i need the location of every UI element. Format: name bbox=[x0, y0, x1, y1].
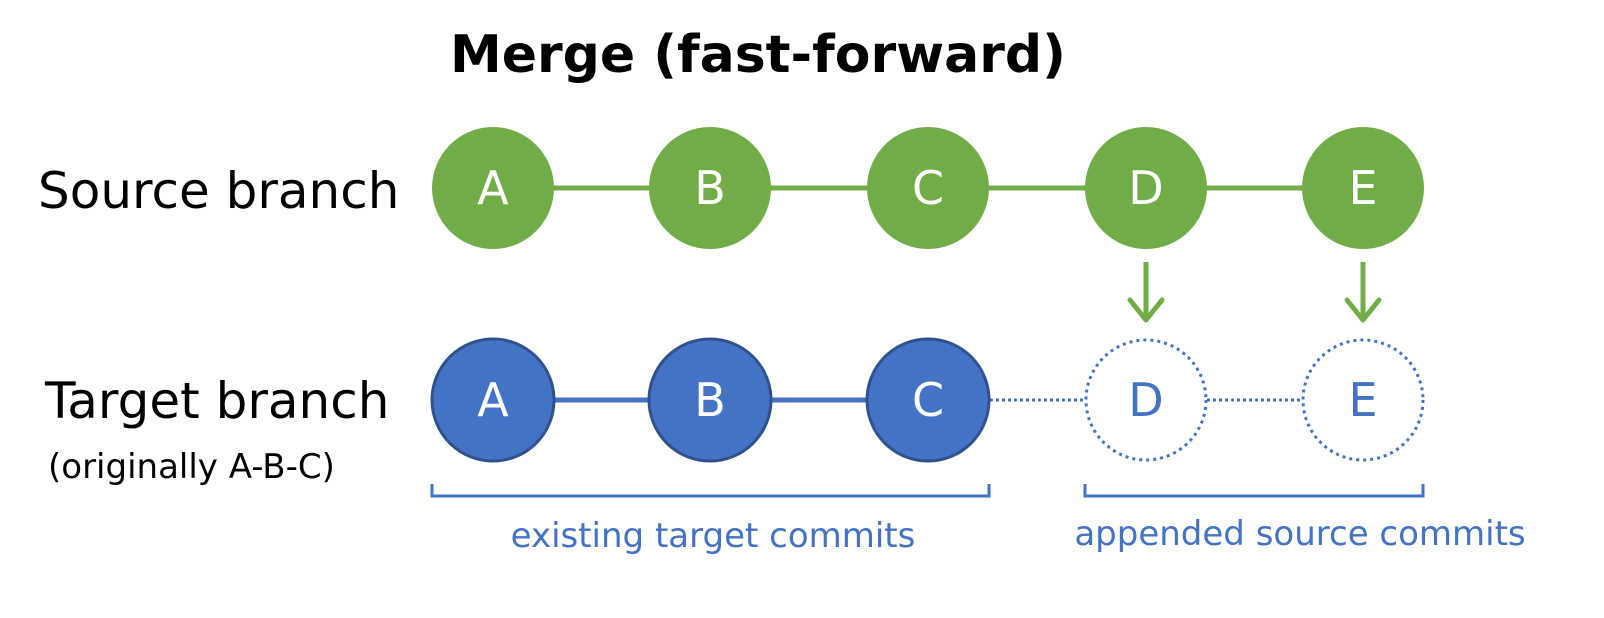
commit-label: B bbox=[694, 161, 726, 215]
commit-label: E bbox=[1348, 373, 1377, 427]
appended-commit-e: E bbox=[1301, 338, 1425, 462]
commit-label: C bbox=[912, 161, 944, 215]
arrow-down-icon bbox=[1127, 262, 1165, 323]
target-branch-sublabel: (originally A-B-C) bbox=[48, 447, 335, 487]
existing-commits-bracket bbox=[430, 484, 991, 498]
commit-label: C bbox=[912, 373, 944, 427]
commit-label: E bbox=[1348, 161, 1377, 215]
target-commit-a: A bbox=[430, 337, 556, 463]
source-commit-d: D bbox=[1085, 127, 1207, 249]
source-commit-b: B bbox=[649, 127, 771, 249]
commit-label: D bbox=[1128, 373, 1163, 427]
source-commit-a: A bbox=[432, 127, 554, 249]
appended-commit-d: D bbox=[1084, 338, 1208, 462]
commit-label: A bbox=[477, 161, 509, 215]
diagram-title: Merge (fast-forward) bbox=[450, 25, 1066, 85]
commit-label: D bbox=[1128, 161, 1163, 215]
appended-commits-label: appended source commits bbox=[1074, 514, 1525, 554]
commit-label: A bbox=[477, 373, 509, 427]
commit-label: B bbox=[694, 373, 726, 427]
source-commit-c: C bbox=[867, 127, 989, 249]
target-branch-label: Target branch bbox=[44, 372, 389, 430]
source-branch-label: Source branch bbox=[38, 162, 399, 220]
target-commit-b: B bbox=[647, 337, 773, 463]
existing-commits-label: existing target commits bbox=[511, 516, 916, 556]
target-commit-c: C bbox=[865, 337, 991, 463]
appended-commits-bracket bbox=[1083, 484, 1425, 498]
source-commit-e: E bbox=[1302, 127, 1424, 249]
arrow-down-icon bbox=[1344, 262, 1382, 323]
